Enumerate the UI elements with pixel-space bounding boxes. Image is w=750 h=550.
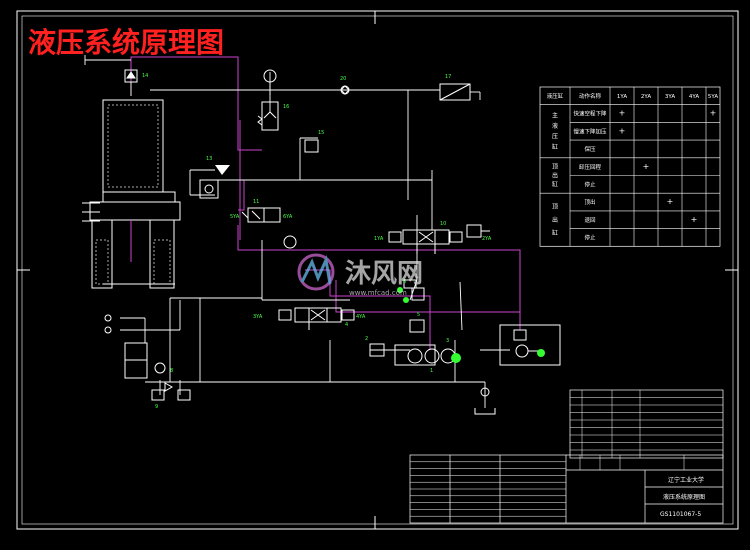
label-20: 20	[340, 76, 346, 82]
sequence-valve	[304, 139, 319, 153]
solenoid-valve-upper	[241, 207, 281, 223]
page-title: 液压系统原理图	[28, 26, 224, 59]
pressure-gauge-mid	[283, 235, 297, 249]
bottom-left-valves	[151, 362, 191, 401]
check-valve-20	[340, 85, 350, 95]
label-6ya: 6YA	[283, 214, 293, 220]
white-lines	[84, 55, 510, 408]
label-8: 8	[170, 368, 173, 374]
label-13: 13	[206, 156, 212, 162]
label-5: 5	[417, 312, 420, 318]
indicator	[397, 287, 403, 293]
table-header: 液压缸	[547, 92, 564, 100]
label-11: 11	[253, 199, 259, 205]
table-header: 动作名称	[579, 92, 602, 100]
limit-switches	[82, 202, 112, 334]
label-1ya: 1YA	[374, 236, 384, 242]
watermark-text: 沐风网	[345, 259, 423, 289]
label-3ya: 3YA	[253, 314, 263, 320]
table-group-label: 顶	[552, 203, 558, 210]
table-group-label: 出	[552, 216, 558, 224]
label-1: 1	[430, 368, 433, 374]
directional-valve-10	[388, 224, 490, 254]
title-block-rows	[410, 390, 723, 517]
watermark-logo	[297, 253, 335, 291]
watermark: 沐风网 www.mfcad.com	[297, 253, 423, 297]
label-5ya: 5YA	[230, 214, 240, 220]
label-10: 10	[440, 221, 446, 227]
valve-17	[439, 83, 471, 101]
table-action: 顶出	[584, 198, 595, 206]
table-header: 2YA	[641, 94, 651, 100]
drawing-name: 液压系统原理图	[663, 493, 705, 501]
table-group-label: 缸	[552, 180, 558, 188]
check-valve-mid	[199, 165, 230, 199]
label-4ya: 4YA	[356, 314, 366, 320]
table-group-label: 顶	[552, 164, 558, 171]
table-action: 慢速下降加压	[573, 127, 607, 135]
label-3: 3	[446, 338, 449, 344]
right-pump-unit	[499, 324, 561, 366]
drawing-number: GS1101067-5	[660, 511, 701, 518]
table-header: 1YA	[617, 94, 627, 100]
directional-valve-4	[278, 307, 355, 330]
label-9: 9	[155, 404, 158, 410]
label-15: 15	[318, 130, 324, 136]
label-2: 2	[365, 336, 368, 342]
table-action: 停止	[584, 234, 596, 242]
ejector-cylinder	[124, 342, 148, 379]
table-mark: +	[619, 126, 626, 135]
label-2ya: 2YA	[482, 236, 492, 242]
label-4: 4	[345, 322, 348, 328]
motor-indicator	[537, 349, 545, 357]
table-mark: +	[691, 215, 698, 224]
table-group-label: 主	[552, 111, 558, 119]
table-mark: +	[619, 109, 626, 118]
main-cylinder	[89, 99, 181, 289]
watermark-url: www.mfcad.com	[349, 289, 407, 297]
table-action: 停止	[584, 181, 596, 189]
tank-symbol	[474, 387, 496, 415]
label-17: 17	[445, 74, 451, 80]
indicator	[403, 297, 409, 303]
label-14: 14	[142, 73, 148, 79]
school-name: 辽宁工业大学	[668, 476, 704, 484]
relief-valve	[257, 101, 279, 131]
table-action: 卸压回程	[579, 163, 602, 171]
table-action: 快速空程下降	[573, 110, 607, 118]
check-valve-top	[124, 69, 138, 83]
table-group-label: 缸	[552, 229, 558, 237]
table-mark: +	[643, 162, 650, 171]
component-labels: 16 20 17 15 13 11 10 6 5 4 3 2 1 8 9 14 …	[142, 73, 492, 410]
table-action: 退回	[584, 216, 596, 224]
table-group-label: 缸	[552, 143, 558, 151]
motor-indicator	[451, 353, 461, 363]
table-border	[539, 86, 721, 247]
label-6: 6	[403, 279, 406, 285]
pressure-gauge-top	[263, 69, 277, 90]
table-group-label: 压	[552, 134, 558, 141]
table-group-label: 液	[552, 122, 558, 130]
table-header: 4YA	[689, 94, 699, 100]
label-16: 16	[283, 104, 289, 110]
table-header: 5YA	[708, 94, 718, 100]
oil-lines	[130, 56, 521, 350]
title-block	[409, 389, 724, 524]
table-group-label: 出	[552, 172, 558, 180]
table-mark: +	[710, 109, 717, 118]
table-header: 3YA	[665, 94, 675, 100]
table-mark: +	[667, 197, 674, 206]
table-action: 保压	[584, 145, 596, 153]
